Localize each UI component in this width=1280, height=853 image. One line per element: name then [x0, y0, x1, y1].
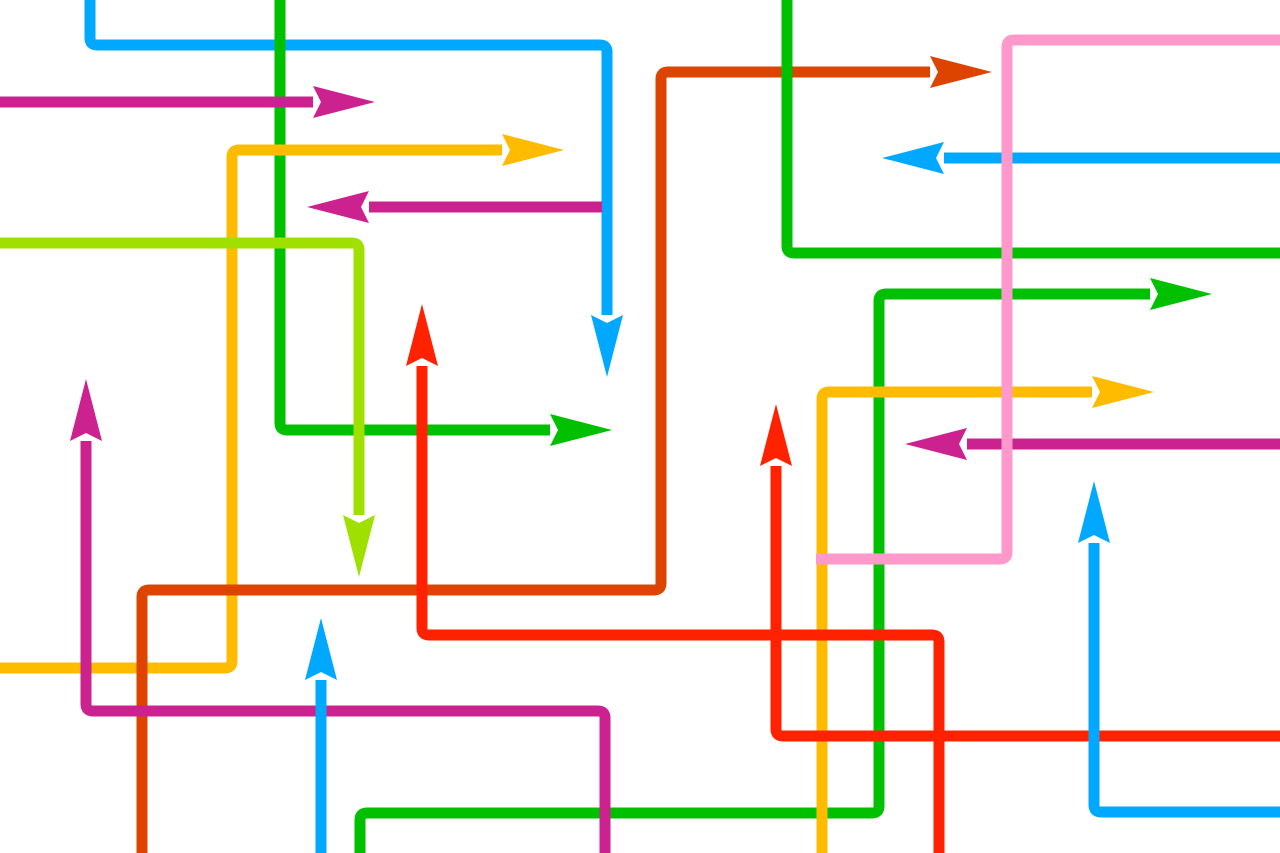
- green-right-line-line: [781, 0, 1280, 259]
- blue-top-down-arrowhead-icon: [591, 315, 623, 377]
- blue-right-up-line: [1088, 543, 1280, 818]
- orange-right-arrowhead-icon: [930, 56, 992, 88]
- red-up-line: [416, 366, 945, 853]
- green-mid-right-line: [354, 288, 1150, 853]
- yellow-right-line: [816, 386, 1092, 853]
- magenta-left-arrowhead-icon: [307, 191, 369, 223]
- magenta-short-right-arrowhead-icon: [313, 86, 375, 118]
- lime-down-line: [0, 237, 365, 515]
- yellow-upper-right-arrowhead-icon: [502, 134, 564, 166]
- blue-up-bottom-arrowhead-icon: [305, 618, 337, 680]
- blue-left-arrowhead-icon: [882, 142, 944, 174]
- magenta-mid-left-arrowhead-icon: [905, 428, 967, 460]
- green-top-right-line: [274, 0, 550, 436]
- blue-top-down-line: [84, 0, 613, 315]
- yellow-right-arrowhead-icon: [1092, 376, 1154, 408]
- lime-down-arrowhead-icon: [343, 515, 375, 577]
- green-top-right-arrowhead-icon: [550, 414, 612, 446]
- red-up-arrowhead-icon: [406, 304, 438, 366]
- orange-right-line: [136, 66, 930, 853]
- magenta-up-line: [80, 441, 611, 853]
- green-mid-right-arrowhead-icon: [1150, 278, 1212, 310]
- red-right-up-arrowhead-icon: [760, 404, 792, 466]
- red-right-up-line: [770, 466, 1280, 742]
- blue-right-up-arrowhead-icon: [1078, 481, 1110, 543]
- magenta-up-arrowhead-icon: [70, 379, 102, 441]
- pink-loop-line: [816, 34, 1280, 565]
- yellow-upper-right-line: [0, 144, 502, 674]
